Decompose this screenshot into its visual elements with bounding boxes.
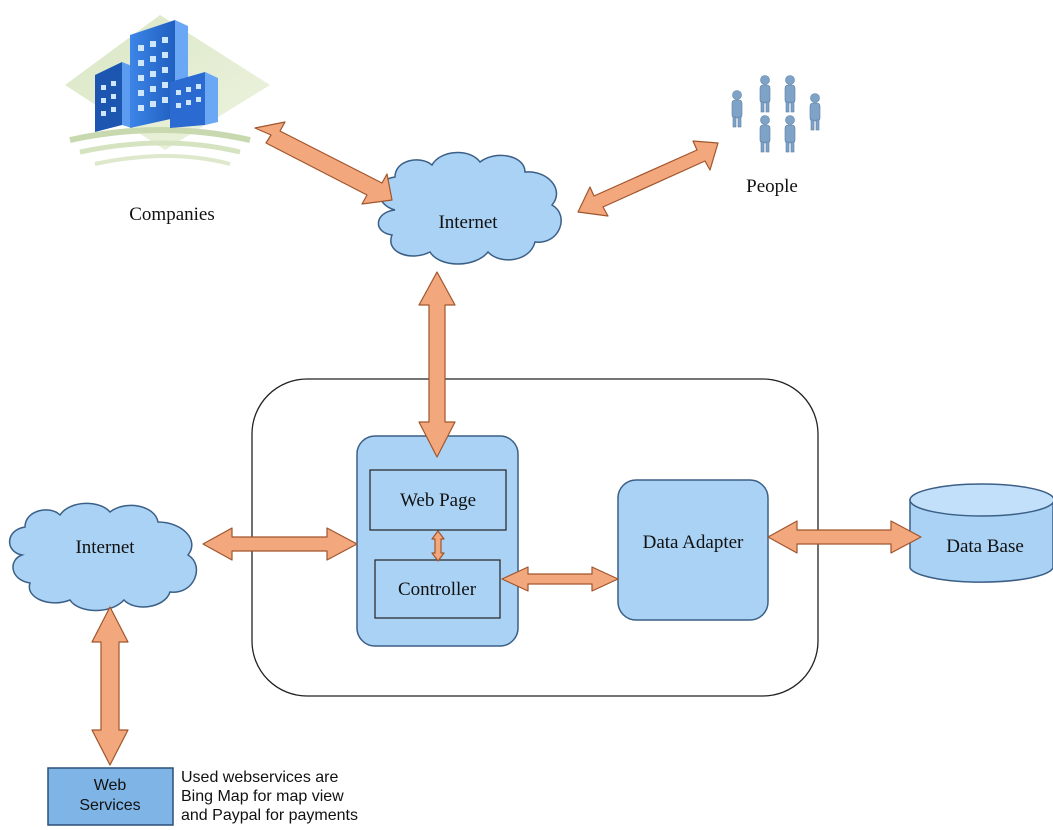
web-services-node (47, 767, 174, 826)
controller-label: Controller (398, 579, 477, 600)
database-icon (909, 483, 1053, 583)
arrow-people-internet (577, 140, 719, 217)
internet-left-cloud-icon (8, 502, 198, 612)
web-services-label-line1: Web (94, 777, 127, 794)
companies-icon (65, 15, 270, 166)
database-label: Data Base (946, 536, 1024, 557)
arrow-internetleft-webtier (202, 527, 358, 561)
people-label: People (746, 176, 798, 197)
internet-top-label: Internet (438, 212, 498, 233)
internet-top-cloud-icon (377, 151, 562, 265)
web-page-node (369, 469, 507, 531)
arrow-webpage-controller (431, 530, 445, 562)
arrow-controller-adapter (501, 566, 619, 592)
companies-label: Companies (129, 204, 215, 225)
data-adapter-node (617, 479, 769, 621)
data-adapter-label: Data Adapter (643, 532, 744, 553)
web-page-label: Web Page (400, 490, 476, 511)
arrow-internet-webtier (418, 271, 456, 458)
note-line3: and Paypal for payments (181, 807, 358, 824)
arrow-internetleft-webservices (91, 606, 129, 766)
note-line1: Used webservices are (181, 769, 339, 786)
controller-node (374, 559, 501, 619)
web-services-label-line2: Services (79, 797, 140, 814)
people-icon (731, 75, 821, 153)
arrow-adapter-database (767, 520, 922, 554)
arrow-companies-internet (254, 121, 393, 205)
internet-left-label: Internet (75, 537, 135, 558)
note-line2: Bing Map for map view (181, 788, 344, 805)
